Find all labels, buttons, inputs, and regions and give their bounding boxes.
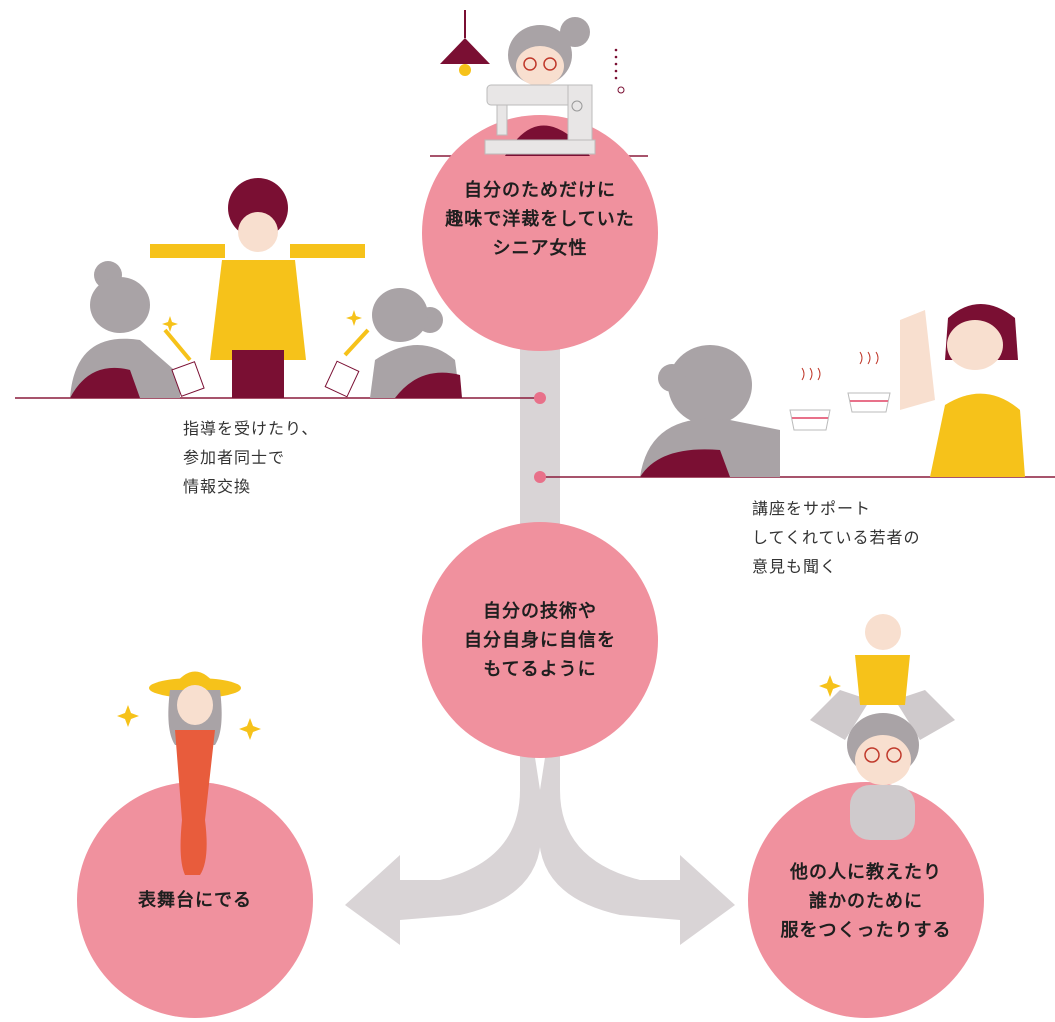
node-start-label: 自分のためだけに 趣味で洋裁をしていた シニア女性 bbox=[440, 176, 640, 263]
node-start-line-1: 自分のためだけに bbox=[464, 180, 616, 201]
note-instruction-line-1: 指導を受けたり、 bbox=[183, 419, 319, 438]
note-dot-right bbox=[534, 471, 546, 483]
pendant-lamp-icon bbox=[440, 10, 490, 76]
node-middle-circle bbox=[422, 522, 658, 758]
young-woman-icon bbox=[900, 304, 1025, 477]
sewing-machine-icon bbox=[484, 84, 596, 155]
sparkle-icon bbox=[117, 310, 841, 740]
senior-woman-writing-right-icon bbox=[324, 288, 462, 398]
node-middle-line-1: 自分の技術や bbox=[483, 601, 597, 622]
senior-woman-writing-icon bbox=[70, 261, 205, 398]
node-start-line-3: シニア女性 bbox=[492, 238, 588, 259]
node-right-line-3: 服をつくったりする bbox=[780, 920, 952, 941]
senior-woman-tea-icon bbox=[640, 345, 780, 477]
tape-measure-instructor-icon bbox=[150, 178, 365, 398]
node-middle-line-3: もてるように bbox=[483, 659, 597, 680]
node-left-line-1: 表舞台にでる bbox=[138, 890, 252, 911]
node-left-circle bbox=[77, 782, 313, 1018]
note-instruction-line-3: 情報交換 bbox=[183, 477, 252, 496]
note-youth-line-2: してくれている若者の bbox=[752, 528, 921, 547]
dotted-thread-icon bbox=[614, 48, 625, 94]
note-youth: 講座をサポート してくれている若者の 意見も聞く bbox=[752, 494, 921, 581]
sun-hat-woman-icon bbox=[149, 671, 241, 875]
node-start-line-2: 趣味で洋裁をしていた bbox=[445, 209, 635, 230]
tea-cups-icon bbox=[789, 351, 891, 431]
node-start-circle bbox=[422, 115, 658, 351]
note-instruction-line-2: 参加者同士で bbox=[183, 448, 286, 467]
node-right-line-1: 他の人に教えたり bbox=[790, 862, 942, 883]
note-youth-line-3: 意見も聞く bbox=[752, 557, 838, 576]
node-right-label: 他の人に教えたり 誰かのために 服をつくったりする bbox=[766, 858, 966, 945]
baby-held-up-icon bbox=[810, 614, 955, 840]
node-middle-line-2: 自分自身に自信を bbox=[464, 630, 616, 651]
note-dot-left bbox=[534, 392, 546, 404]
node-left-label: 表舞台にでる bbox=[95, 886, 295, 915]
node-right-circle bbox=[748, 782, 984, 1018]
note-youth-line-1: 講座をサポート bbox=[752, 499, 872, 518]
note-instruction: 指導を受けたり、 参加者同士で 情報交換 bbox=[183, 414, 318, 501]
node-middle-label: 自分の技術や 自分自身に自信を もてるように bbox=[440, 597, 640, 684]
node-right-line-2: 誰かのために bbox=[809, 891, 923, 912]
